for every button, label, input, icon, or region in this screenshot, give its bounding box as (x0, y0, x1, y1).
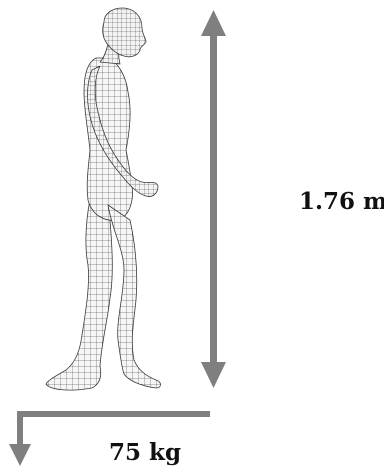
height-arrow-icon (201, 10, 226, 388)
back-leg (46, 190, 112, 390)
front-leg (108, 205, 161, 388)
weight-value-label: 75 kg (109, 439, 181, 466)
height-value-label: 1.76 m (299, 188, 384, 215)
wireframe-human-figure-icon (46, 8, 161, 390)
